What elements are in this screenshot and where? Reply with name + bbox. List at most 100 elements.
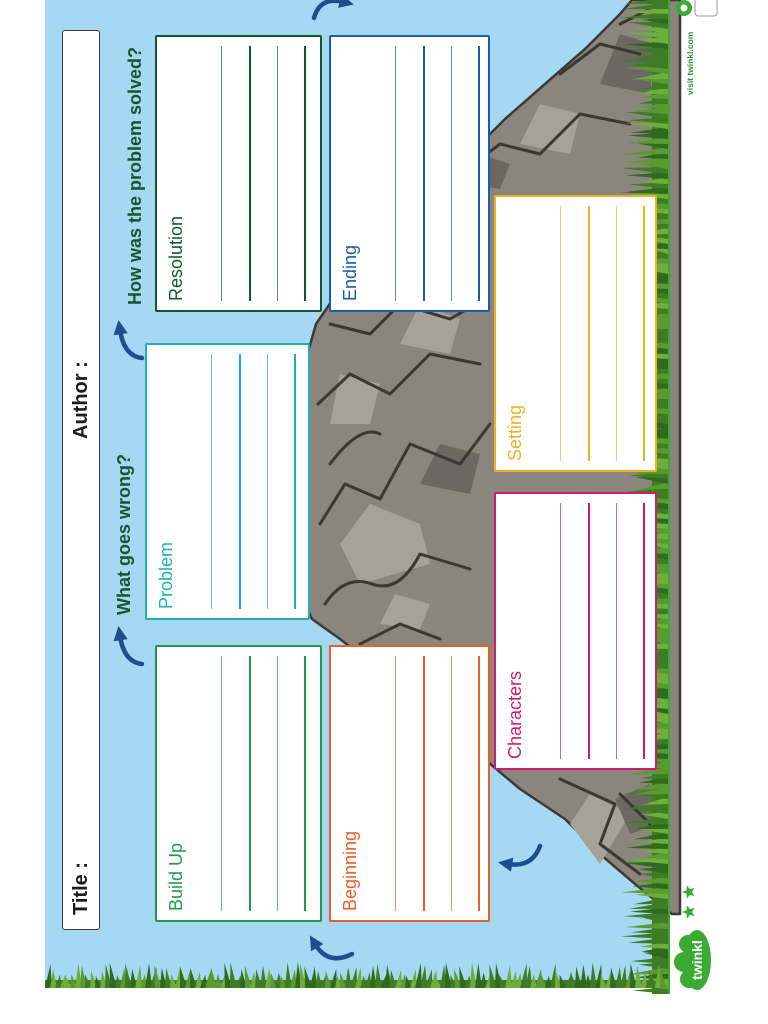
grass-blade <box>595 964 602 988</box>
grass-blade <box>639 162 668 169</box>
grass-blade <box>489 964 497 988</box>
grass-blade <box>255 969 262 988</box>
grass-blade <box>160 967 167 988</box>
writing-line <box>478 656 480 911</box>
grass-blade <box>545 975 552 988</box>
grass-blade <box>639 82 668 90</box>
grass-blade <box>626 842 668 849</box>
ending-label: Ending <box>340 244 360 301</box>
characters-label: Characters <box>505 670 525 759</box>
curved-arrow-icon <box>309 935 355 961</box>
grass-blade <box>130 968 137 988</box>
grass-blade <box>642 797 668 805</box>
writing-line <box>643 503 645 759</box>
grass-blade <box>400 974 407 988</box>
grass-blade <box>637 867 668 874</box>
grass-blade <box>620 932 668 939</box>
grass-blade <box>638 872 668 879</box>
twinkl-logo: twinkl <box>674 930 711 990</box>
grass-blade <box>620 167 668 174</box>
grass-blade <box>630 957 668 964</box>
grass-blade <box>530 973 537 988</box>
grass-blade <box>434 974 442 988</box>
grass-blade <box>635 477 668 484</box>
grass-blade <box>631 72 668 80</box>
grass-blade <box>632 107 668 114</box>
writing-line <box>267 354 268 609</box>
grass-blade <box>310 966 317 988</box>
grass-blade <box>50 969 57 988</box>
writing-line <box>560 206 561 461</box>
writing-line <box>616 503 617 759</box>
grass-blade <box>380 974 387 988</box>
grass-blade <box>642 917 668 924</box>
grass-blade <box>385 964 392 988</box>
curved-arrow-icon <box>113 626 145 667</box>
writing-line <box>395 656 396 911</box>
writing-line <box>277 46 278 301</box>
grass-blade <box>65 975 72 988</box>
writing-line <box>221 46 222 301</box>
writing-line <box>239 354 241 609</box>
grass-blade <box>230 962 237 988</box>
build-up-box: Build Up <box>155 645 322 922</box>
writing-line <box>478 46 480 301</box>
writing-line <box>211 354 212 609</box>
grass-blade <box>125 963 132 988</box>
writing-line <box>560 503 561 759</box>
setting-label: Setting <box>505 404 525 461</box>
grass-blade <box>624 0 668 4</box>
grass-blade <box>580 964 587 988</box>
grass-blade <box>635 37 668 44</box>
grass-blade <box>626 857 668 864</box>
grass-blade <box>622 817 668 824</box>
writing-line <box>304 656 306 911</box>
grass-blade <box>280 975 287 988</box>
grass-blade <box>140 974 147 988</box>
grass-blade <box>623 67 668 74</box>
rating-stars <box>682 885 695 919</box>
grass-blade <box>620 12 668 19</box>
grass-blade <box>621 887 668 894</box>
characters-box: Characters <box>494 492 657 770</box>
grass-blade <box>375 963 382 988</box>
grass-blade <box>425 968 432 988</box>
writing-line <box>588 206 590 461</box>
writing-line <box>616 206 617 461</box>
grass-blade <box>627 117 668 124</box>
grass-blade <box>628 182 668 189</box>
logo-text: twinkl <box>689 940 705 980</box>
grass-blade <box>641 947 668 954</box>
writing-line <box>423 656 425 911</box>
grass-blade <box>135 965 142 988</box>
footer-divider-line <box>668 0 670 994</box>
grass-blade <box>145 962 152 988</box>
grass-blade <box>365 972 372 988</box>
footer-url: visit twinkl.com <box>685 31 695 95</box>
grass-blade <box>625 122 668 129</box>
grass-blade <box>510 971 517 988</box>
writing-line <box>643 206 645 461</box>
grass-blade <box>659 967 667 988</box>
story-arrows <box>113 0 543 961</box>
grass-blade <box>515 972 522 988</box>
grass-blade <box>625 922 668 929</box>
writing-line <box>304 46 306 301</box>
grass-blade <box>632 882 668 889</box>
grass-blade <box>315 971 322 988</box>
grass-blade <box>625 112 668 119</box>
grass-blade <box>90 970 97 988</box>
setting-box: Setting <box>494 195 657 472</box>
grass-blade <box>350 966 357 988</box>
grass-blade <box>539 970 547 988</box>
grass-blade <box>631 62 668 69</box>
grass-blade <box>505 965 512 988</box>
grass-blade <box>445 962 452 988</box>
grass-blade <box>634 27 668 34</box>
grass-blade <box>629 767 668 775</box>
beginning-box: Beginning <box>329 645 490 922</box>
beginning-label: Beginning <box>340 830 360 911</box>
grass-blade <box>390 969 397 988</box>
grass-blade <box>325 971 332 988</box>
grass-blade <box>410 969 417 988</box>
